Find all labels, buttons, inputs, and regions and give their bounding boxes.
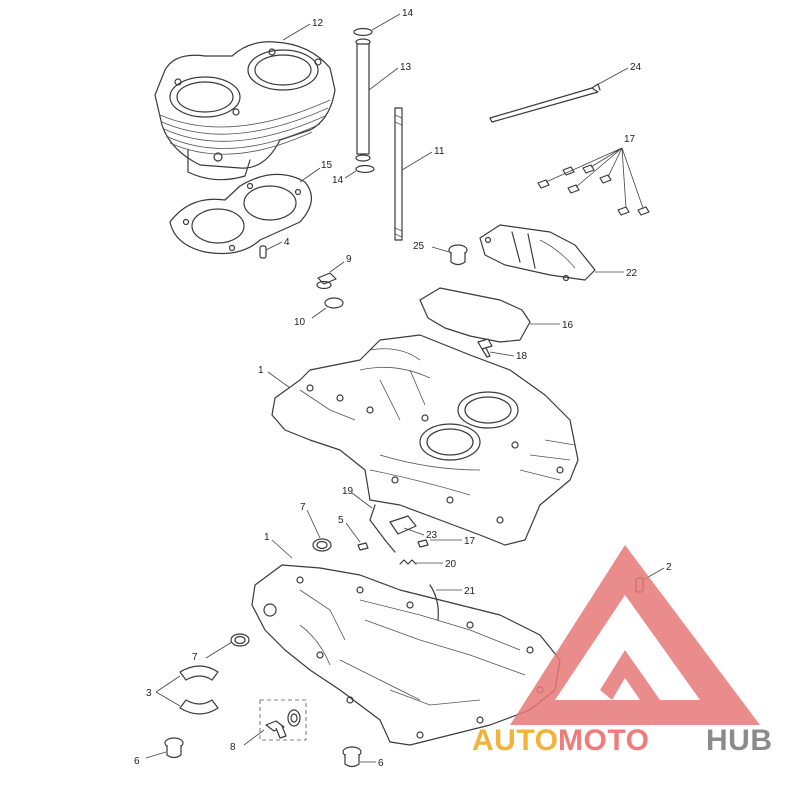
callout-11: 11 xyxy=(434,146,445,157)
spring-20-part xyxy=(399,559,417,565)
oil-pipe-part xyxy=(369,504,396,553)
callout-1-upper: 1 xyxy=(258,365,264,376)
cylinder-block-part xyxy=(154,41,336,181)
callout-20: 20 xyxy=(445,559,457,570)
callout-6-left: 6 xyxy=(134,756,140,767)
callout-18: 18 xyxy=(516,351,528,362)
breather-cover-part xyxy=(479,224,596,282)
callout-17-middle: 17 xyxy=(464,536,476,547)
bearing-shells-part xyxy=(179,665,219,715)
bracket-23-part xyxy=(389,515,417,535)
lower-crankcase-part xyxy=(251,564,561,746)
automotohub-watermark-logo xyxy=(510,545,760,725)
plug-6-right-part xyxy=(342,746,362,768)
callout-7-upper: 7 xyxy=(300,502,306,513)
stud-part xyxy=(394,107,403,241)
upper-crankcase-part xyxy=(271,334,579,546)
callout-14-top: 14 xyxy=(402,8,414,19)
callout-6-right: 6 xyxy=(378,758,384,769)
bush-7-lower-part xyxy=(230,633,250,647)
callout-16: 16 xyxy=(562,320,574,331)
filler-plug-part xyxy=(316,272,337,290)
callout-15: 15 xyxy=(321,160,333,171)
callout-13: 13 xyxy=(400,62,412,73)
callout-9: 9 xyxy=(346,254,352,265)
callout-12: 12 xyxy=(312,18,324,29)
watermark-hub: HUB xyxy=(706,724,773,757)
callout-8: 8 xyxy=(230,742,236,753)
callout-2: 2 xyxy=(666,562,672,573)
head-gasket-part xyxy=(169,173,312,255)
callout-3: 3 xyxy=(146,688,152,699)
callout-7-lower: 7 xyxy=(192,652,198,663)
watermark-auto: AUTO xyxy=(472,724,558,757)
callout-23: 23 xyxy=(426,530,438,541)
callout-21: 21 xyxy=(464,586,476,597)
watermark-moto: MOTO xyxy=(558,724,649,757)
callout-1-lower: 1 xyxy=(264,532,270,543)
callout-10: 10 xyxy=(294,317,306,328)
drain-plug-8-part xyxy=(259,699,307,741)
dipstick-part xyxy=(489,83,601,123)
bush-7-upper-part xyxy=(312,538,332,552)
callout-22: 22 xyxy=(626,268,638,279)
automotohub-watermark-text: AUTO MOTO HUB xyxy=(472,724,773,757)
oil-tube-part xyxy=(353,27,375,174)
dowel-part xyxy=(259,245,267,259)
callout-25: 25 xyxy=(413,241,425,252)
cover-gasket-part xyxy=(419,287,531,343)
plug-part xyxy=(448,244,468,266)
callout-4: 4 xyxy=(284,237,290,248)
washer-part xyxy=(324,297,344,309)
callout-5: 5 xyxy=(338,515,344,526)
callout-24: 24 xyxy=(630,62,642,73)
plug-6-left-part xyxy=(164,737,184,759)
callout-14-bottom: 14 xyxy=(332,175,344,186)
callout-17-top: 17 xyxy=(624,134,636,145)
bolt-5-part xyxy=(357,542,369,551)
bolt-18-part xyxy=(477,338,493,358)
callout-19: 19 xyxy=(342,486,354,497)
bolt-17-middle-part xyxy=(417,539,429,548)
